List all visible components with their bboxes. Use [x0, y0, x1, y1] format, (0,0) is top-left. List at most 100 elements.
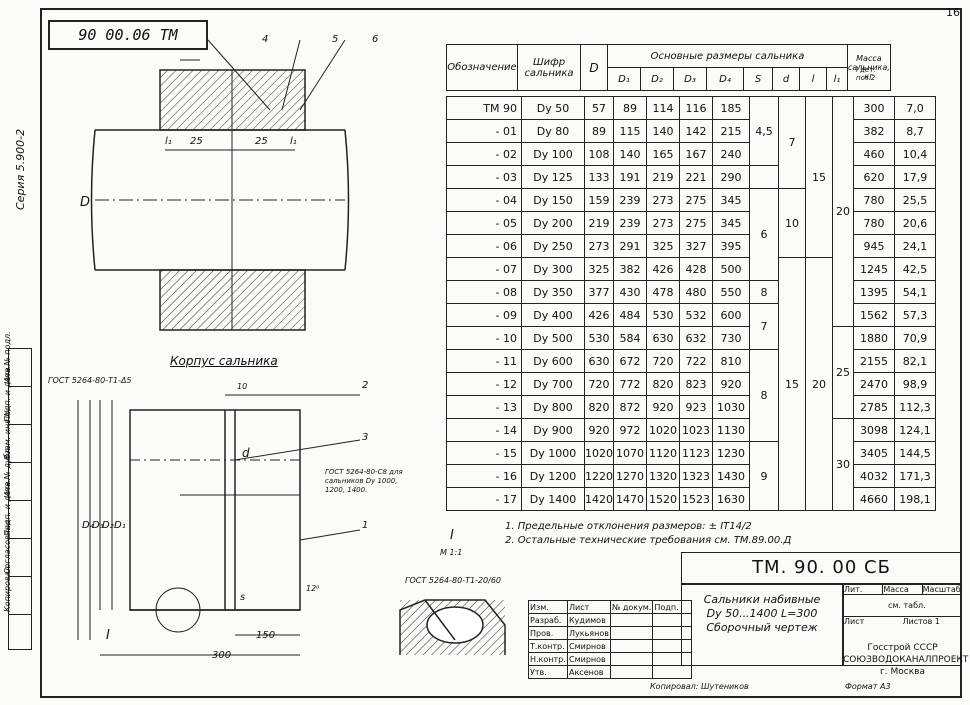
detail-view [399, 599, 506, 655]
cell-D3: 632 [679, 326, 713, 350]
copied-by: Копировал: Шутеников [650, 682, 749, 691]
cell-ldet: 382 [853, 119, 895, 143]
sig-role: Пров. [528, 626, 568, 640]
cell-D4: 290 [712, 165, 750, 189]
sig-person: Аксенов [567, 665, 611, 679]
cell-mass: 144,5 [894, 441, 936, 465]
cell-D4: 345 [712, 188, 750, 212]
cell-cipher: Dу 200 [521, 211, 585, 235]
cell-D: 377 [584, 280, 614, 304]
cell-D2: 325 [646, 234, 680, 258]
cell-des: - 02 [446, 142, 522, 166]
dim-small-d: d [242, 446, 250, 460]
cell-D2: 219 [646, 165, 680, 189]
cell-D1: 382 [613, 257, 647, 281]
callout-6: 6 [372, 34, 379, 45]
cell-D: 530 [584, 326, 614, 350]
cell-D: 219 [584, 211, 614, 235]
drawing-code: ТМ. 90. 00 СБ [681, 552, 962, 584]
cell-ldet: 4660 [853, 487, 895, 511]
cell-D1: 430 [613, 280, 647, 304]
cell-D3: 480 [679, 280, 713, 304]
sig-person: Смирнов [567, 652, 611, 666]
dim-d4: D₄ [82, 520, 94, 531]
cell-d: 15 [778, 257, 806, 511]
cell-D2: 478 [646, 280, 680, 304]
cell-D2: 273 [646, 188, 680, 212]
cell-D2: 165 [646, 142, 680, 166]
cell-D: 920 [584, 418, 614, 442]
cell-mass: 17,9 [894, 165, 936, 189]
cell-mass: 198,1 [894, 487, 936, 511]
drawing-frame [40, 8, 962, 698]
col-mass: Масса сальника, кг [847, 44, 891, 91]
cell-S: 7 [749, 303, 779, 350]
cell-D1: 772 [613, 372, 647, 396]
cell-D: 720 [584, 372, 614, 396]
cell-ldet: 2470 [853, 372, 895, 396]
cell-ldet: 1395 [853, 280, 895, 304]
cell-D1: 972 [613, 418, 647, 442]
col-d: d [772, 67, 800, 91]
cell-cipher: Dу 600 [521, 349, 585, 373]
cell-D: 325 [584, 257, 614, 281]
drawing-name: Сальники набивные Dу 50...1400 L=300 Сбо… [681, 584, 843, 666]
sig-role: Разраб. [528, 613, 568, 627]
cell-D2: 140 [646, 119, 680, 143]
cell-S: 8 [749, 280, 779, 304]
cell-des: - 15 [446, 441, 522, 465]
name-line-1: Сальники набивные [703, 593, 821, 606]
cell-ldet: 2155 [853, 349, 895, 373]
cell-cipher: Dу 1200 [521, 464, 585, 488]
sig-person: Смирнов [567, 639, 611, 653]
cell-D4: 345 [712, 211, 750, 235]
cell-mass: 70,9 [894, 326, 936, 350]
cell-ldet: 1562 [853, 303, 895, 327]
cell-des: - 13 [446, 395, 522, 419]
cell-des: - 14 [446, 418, 522, 442]
cell-ldet: 3098 [853, 418, 895, 442]
cell-D3: 428 [679, 257, 713, 281]
cell-D2: 530 [646, 303, 680, 327]
gost-weld-1: ГОСТ 5264-80-Т1-Δ5 [48, 376, 132, 385]
cell-ldet: 780 [853, 211, 895, 235]
cell-D2: 426 [646, 257, 680, 281]
cell-mass: 98,9 [894, 372, 936, 396]
col-S: S [743, 67, 773, 91]
cell-D3: 221 [679, 165, 713, 189]
cell-mass: 24,1 [894, 234, 936, 258]
col-D4: D₄ [706, 67, 744, 91]
cell-D3: 275 [679, 188, 713, 212]
cell-D: 159 [584, 188, 614, 212]
cell-D4: 500 [712, 257, 750, 281]
lit-mass-scale: Лит. Масса Масштаб см. табл. Лист Листов… [843, 584, 962, 666]
cell-des: ТМ 90 [446, 96, 522, 120]
sig-role: Утв. [528, 665, 568, 679]
cell-des: - 10 [446, 326, 522, 350]
cell-mass: 82,1 [894, 349, 936, 373]
cell-des: - 03 [446, 165, 522, 189]
dim-d-outer: D [80, 195, 91, 210]
cell-mass: 7,0 [894, 96, 936, 120]
cell-D4: 810 [712, 349, 750, 373]
cell-S [749, 165, 779, 189]
cell-des: - 16 [446, 464, 522, 488]
angle-tag: 12⁰ [306, 584, 320, 593]
cell-cipher: Dу 80 [521, 119, 585, 143]
cell-D3: 722 [679, 349, 713, 373]
cell-des: - 11 [446, 349, 522, 373]
col-l1: l₁ [826, 67, 848, 91]
cell-D: 820 [584, 395, 614, 419]
cell-D1: 484 [613, 303, 647, 327]
mass-header: Масса [883, 585, 923, 594]
dim-l1-left: l₁ [165, 136, 172, 147]
cell-l: 20 [805, 257, 833, 511]
